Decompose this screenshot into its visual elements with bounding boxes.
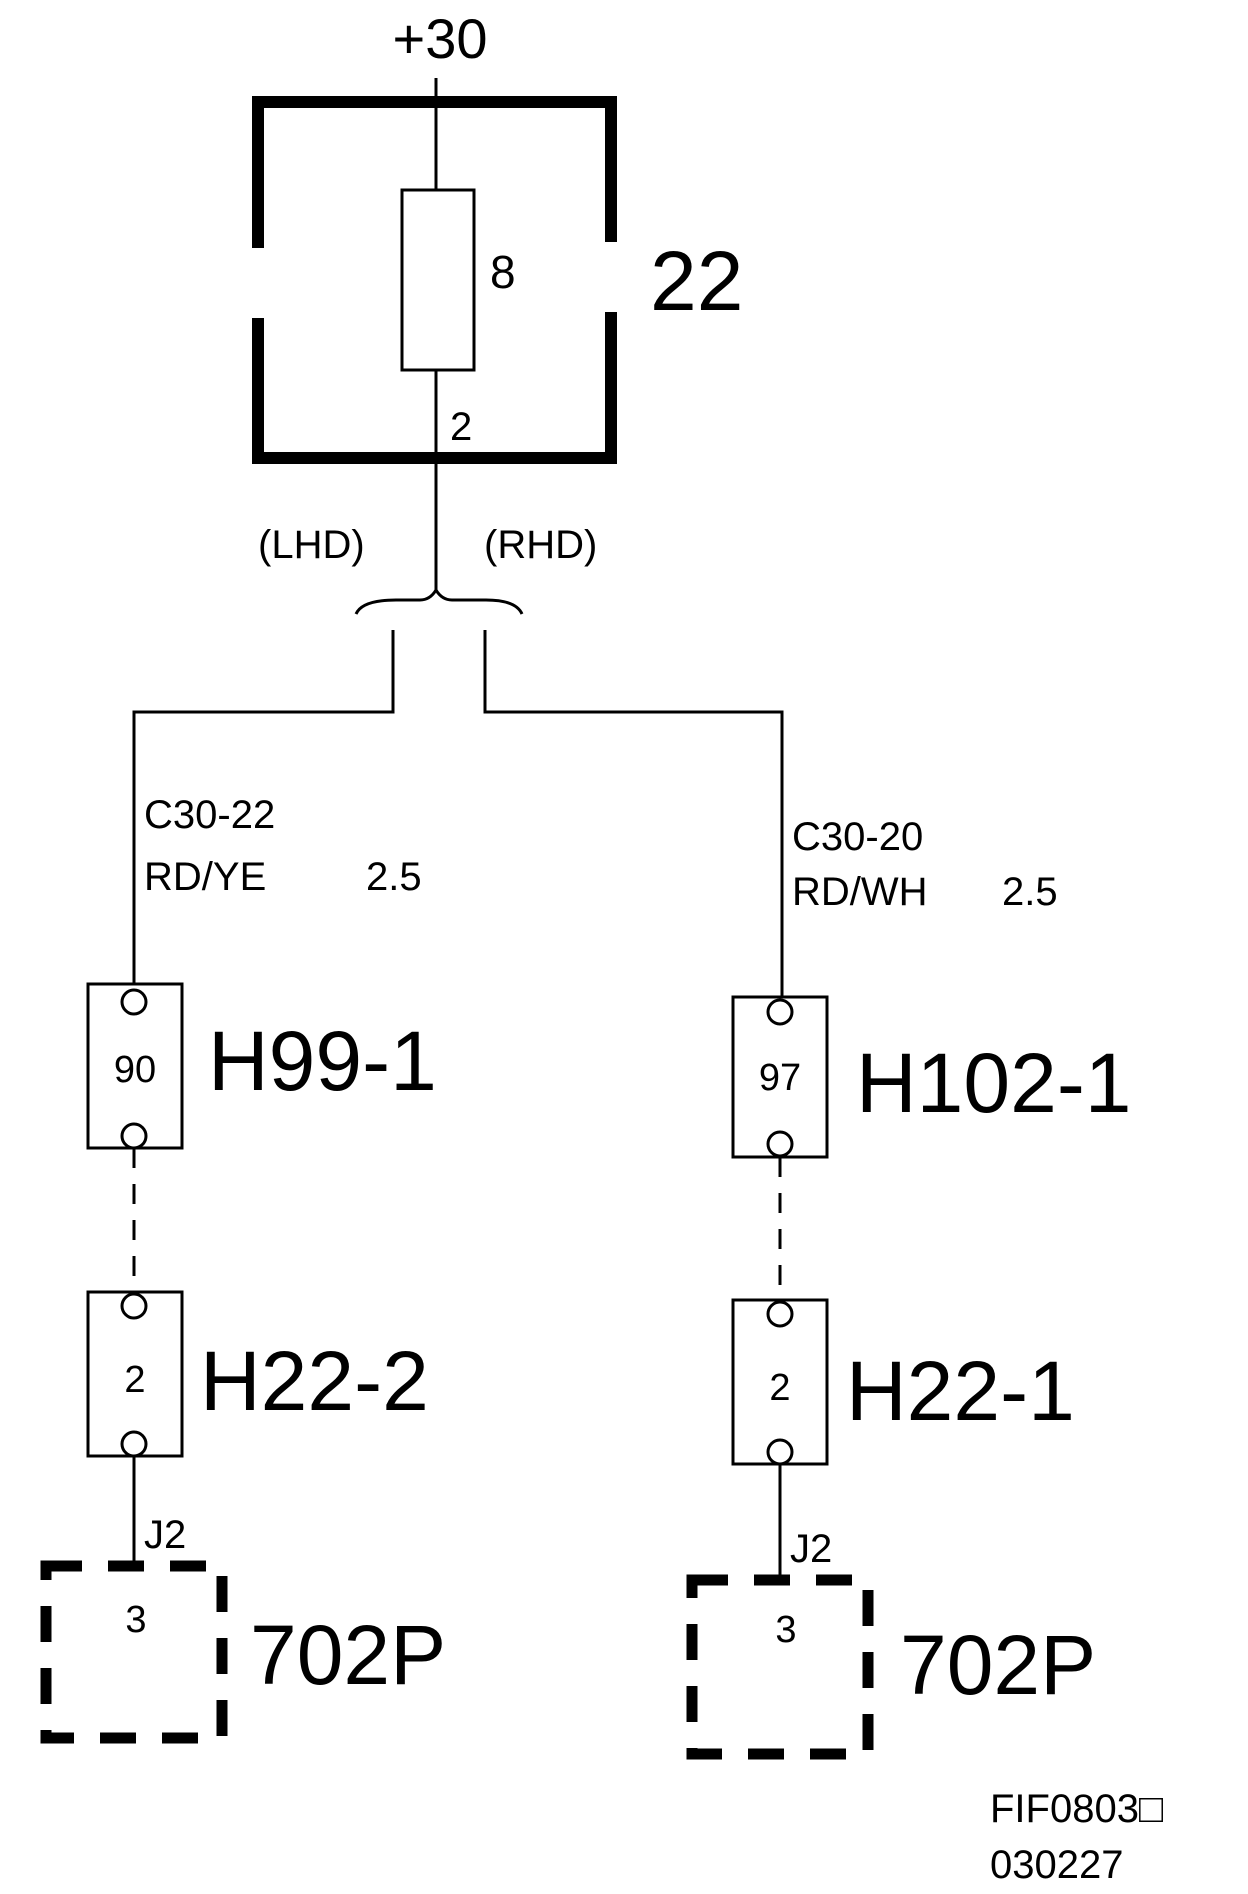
- connector-h99-1-name: H99-1: [208, 1014, 437, 1108]
- connector-h102-1-pin: 97: [759, 1057, 801, 1099]
- lhd-wire-color: RD/YE: [144, 855, 266, 899]
- connector-h99-1: 90: [86, 982, 184, 1150]
- terminal-702p-right: 3: [686, 1574, 874, 1760]
- terminal-702p-right-name: 702P: [900, 1618, 1096, 1712]
- connector-h102-1-name: H102-1: [856, 1036, 1132, 1130]
- rhd-wire-size: 2.5: [1002, 870, 1058, 914]
- connector-h22-1: 2: [731, 1298, 829, 1466]
- rhd-wire: [483, 630, 784, 998]
- connector-h22-2: 2: [86, 1290, 184, 1458]
- terminal-702p-left-pin: 3: [125, 1599, 146, 1641]
- fuse-number: 8: [490, 246, 516, 298]
- date-code: 030227: [990, 1843, 1123, 1887]
- rhd-wire-id: C30-20: [792, 815, 923, 859]
- connector-h22-2-name: H22-2: [200, 1334, 429, 1428]
- lhd-label: (LHD): [258, 523, 365, 567]
- fuse-pin-number: 2: [450, 405, 472, 449]
- connector-h22-2-pin: 2: [124, 1359, 145, 1401]
- lhd-wire-size: 2.5: [366, 855, 422, 899]
- fuse-box-ref: 22: [650, 234, 743, 328]
- supply-label: +30: [393, 7, 488, 70]
- lhd-jack-label: J2: [144, 1513, 186, 1557]
- lhd-wire: [132, 630, 395, 985]
- rhd-jack-label: J2: [790, 1527, 832, 1571]
- rhd-wire-color: RD/WH: [792, 870, 928, 914]
- figure-id: FIF0803□: [990, 1787, 1163, 1831]
- lhd-wire-id: C30-22: [144, 793, 275, 837]
- terminal-702p-left-name: 702P: [250, 1608, 446, 1702]
- connector-h99-1-pin: 90: [114, 1049, 156, 1091]
- rhd-label: (RHD): [484, 523, 597, 567]
- connector-h102-1: 97: [731, 995, 829, 1159]
- connector-h22-1-name: H22-1: [846, 1344, 1075, 1438]
- variant-brace: [354, 587, 524, 615]
- fuse-element: [400, 188, 476, 372]
- terminal-702p-left: 3: [40, 1560, 228, 1744]
- connector-h22-1-pin: 2: [769, 1367, 790, 1409]
- terminal-702p-right-pin: 3: [775, 1609, 796, 1651]
